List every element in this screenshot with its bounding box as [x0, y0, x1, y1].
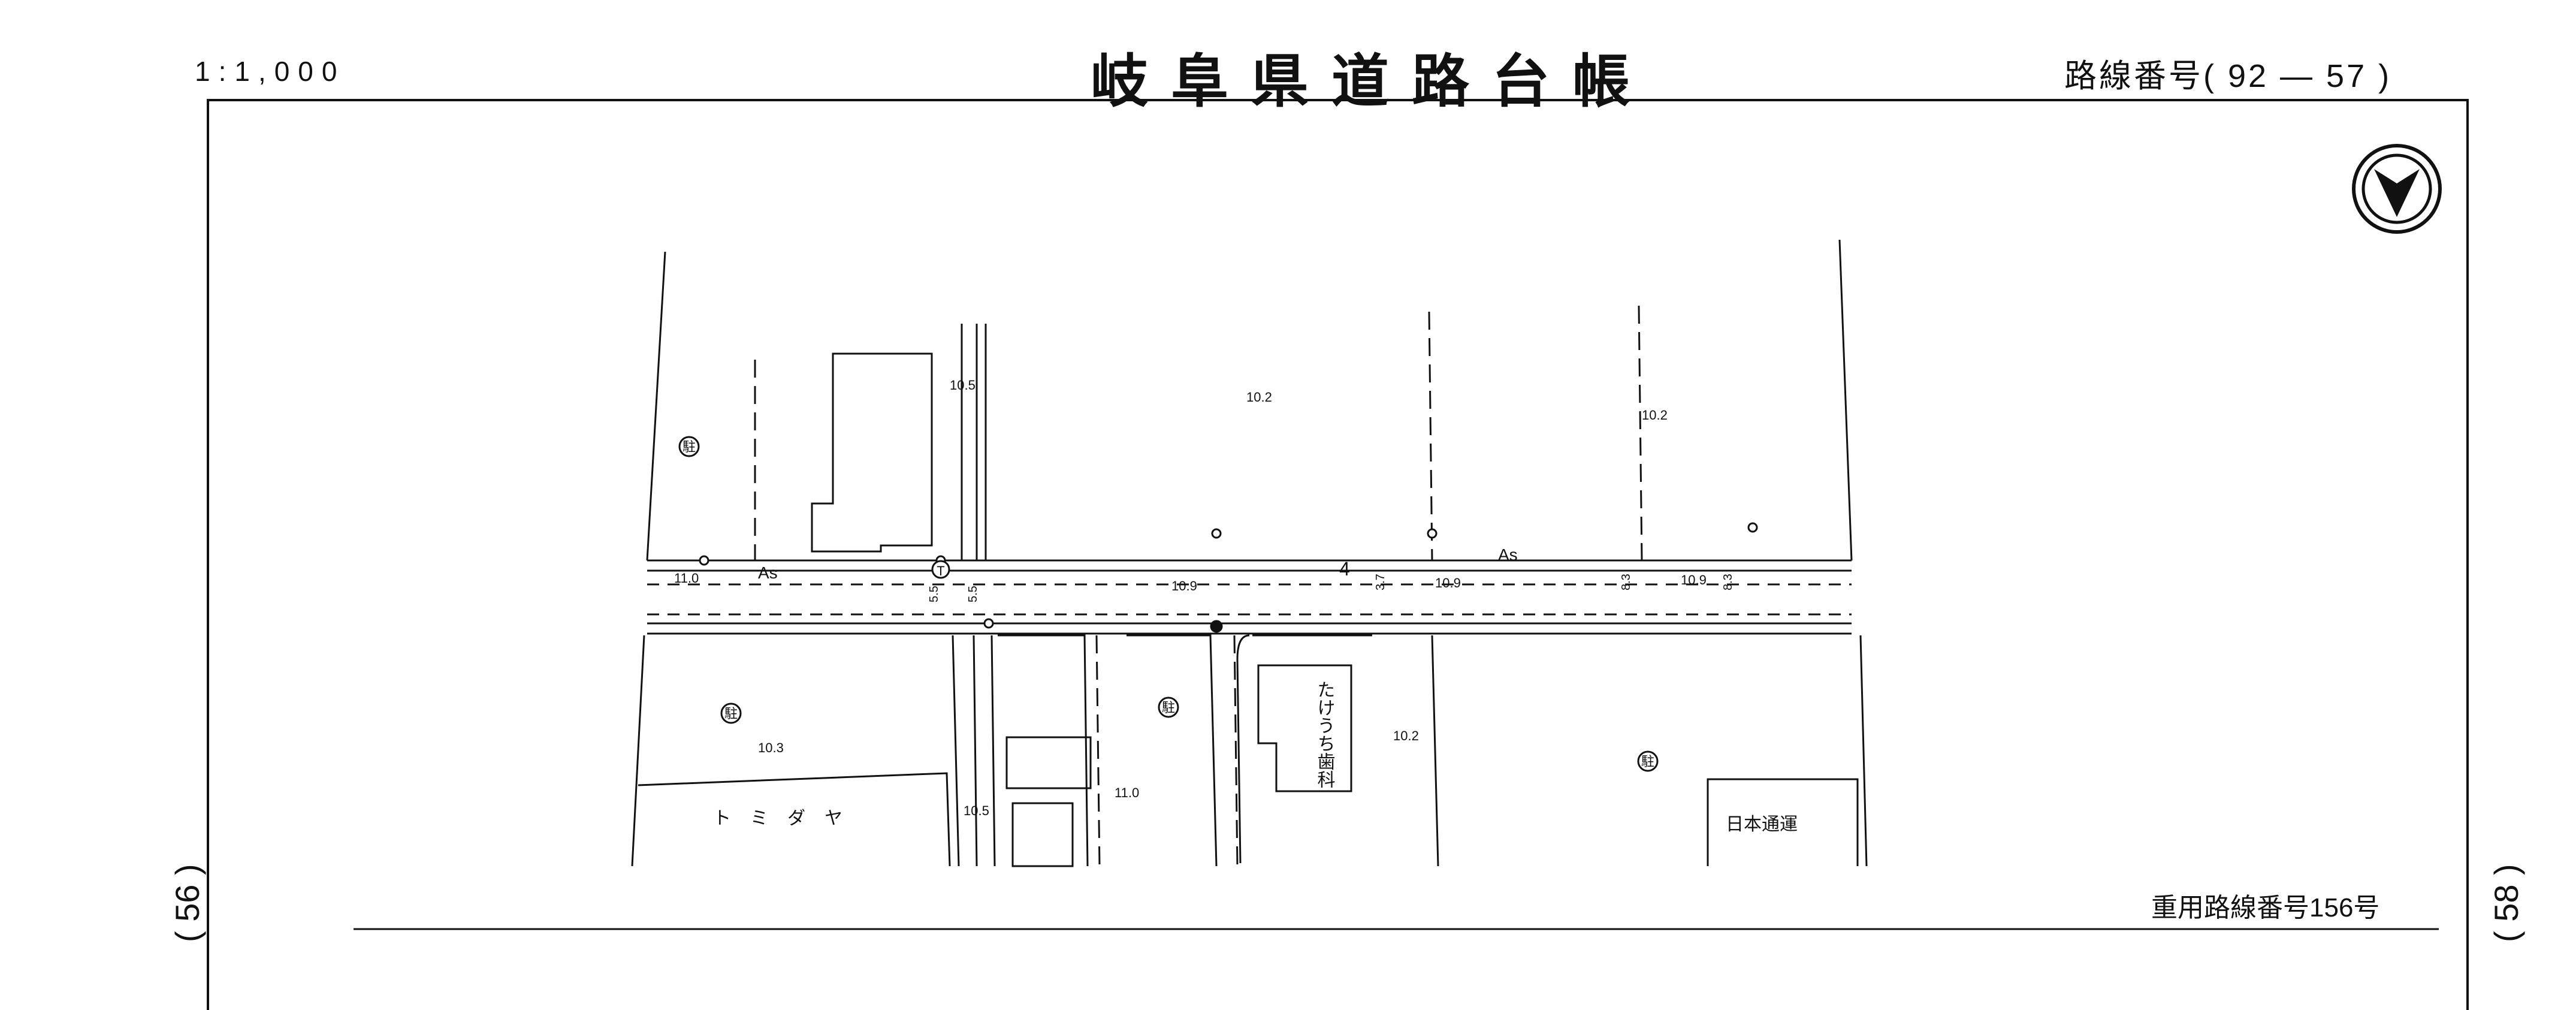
page-title: 岐阜県道路台帳 [1091, 48, 1653, 115]
lot-line [1233, 635, 1239, 867]
elevation-label: 10.2 [1246, 390, 1272, 405]
parking-icon [1158, 697, 1179, 718]
telephone-pole-icon: T [931, 560, 950, 579]
road-map: T 駐 駐 駐 駐 As As 4 10.5 10.2 10.2 11.0 10… [354, 144, 2442, 930]
width-mark: 3.7 [1374, 574, 1387, 590]
west-sheet-edge-south [631, 635, 645, 867]
north-arrow-icon [2352, 144, 2442, 234]
elevation-label: 10.9 [1171, 578, 1197, 593]
map-scale: 1:1,000 [195, 56, 346, 87]
width-mark: 8.3 [1722, 574, 1735, 590]
elevation-label: 10.9 [1435, 575, 1461, 590]
south-road-east-edge-2 [990, 635, 996, 867]
elevation-label: 11.0 [674, 571, 699, 586]
map-frame [207, 99, 2469, 1010]
lot-line [1428, 311, 1433, 561]
elevation-label: 11.0 [1115, 785, 1139, 800]
parking-label: 駐 [724, 706, 738, 721]
road-width-label: 4 [1339, 558, 1350, 580]
width-mark: 5.5 [967, 586, 980, 602]
lot-line [1095, 635, 1101, 867]
lot-line [1638, 305, 1643, 561]
west-sheet-edge [646, 251, 666, 561]
small-structure [1005, 736, 1092, 789]
width-mark: 5.5 [928, 586, 941, 602]
parking-icon [720, 703, 742, 724]
parking-icon [678, 436, 700, 457]
place-nihon-tsuun: 日本通運 [1726, 815, 1798, 834]
east-sheet-edge [1838, 239, 1853, 561]
surface-label: As [1498, 545, 1518, 564]
parking-label: 駐 [1641, 754, 1654, 769]
surface-label: As [758, 563, 778, 582]
width-marks: 5.5 5.5 3.7 8.3 8.3 [928, 574, 1735, 602]
route-number: 路線番号( 92 — 57 ) [2064, 58, 2392, 94]
elevation-label: 10.5 [964, 803, 989, 818]
parking-icon [1637, 750, 1659, 772]
elevation-label: 10.9 [1681, 572, 1707, 587]
elevation-label: 10.5 [950, 378, 976, 393]
parking-label: 駐 [682, 439, 696, 454]
dental-clinic-building [1257, 664, 1352, 792]
south-road-east-edge [973, 635, 978, 867]
parcel-outline [1431, 635, 1439, 867]
elevation-label: 10.2 [1393, 728, 1419, 743]
south-road-west-edge [952, 635, 960, 867]
place-tomidaya: トミダヤ [713, 809, 862, 828]
parcel-outline [998, 634, 1089, 867]
width-mark: 8.3 [1620, 574, 1633, 590]
nihon-tsuun-building [1707, 778, 1859, 866]
place-takeuchi-shika: たけうち歯科 [1315, 680, 1336, 788]
northern-building [811, 352, 933, 553]
road-network [631, 239, 1868, 867]
parking-label: 駐 [1162, 700, 1175, 715]
elevation-label: 10.2 [1642, 408, 1668, 423]
small-structure [1011, 802, 1074, 867]
east-sheet-edge-south [1859, 635, 1868, 867]
svg-text:T: T [937, 563, 944, 578]
dual-route-note: 重用路線番号156号 [2151, 893, 2380, 922]
tomidaya-building [638, 772, 951, 867]
elevation-points: 10.5 10.2 10.2 11.0 10.9 10.9 10.9 10.3 … [674, 378, 1707, 818]
driveway [1236, 634, 1250, 864]
parking-symbols: 駐 駐 駐 駐 [678, 436, 1659, 772]
road-markers [699, 522, 1758, 633]
elevation-label: 10.3 [758, 740, 784, 755]
parcel-outline [1127, 634, 1218, 867]
